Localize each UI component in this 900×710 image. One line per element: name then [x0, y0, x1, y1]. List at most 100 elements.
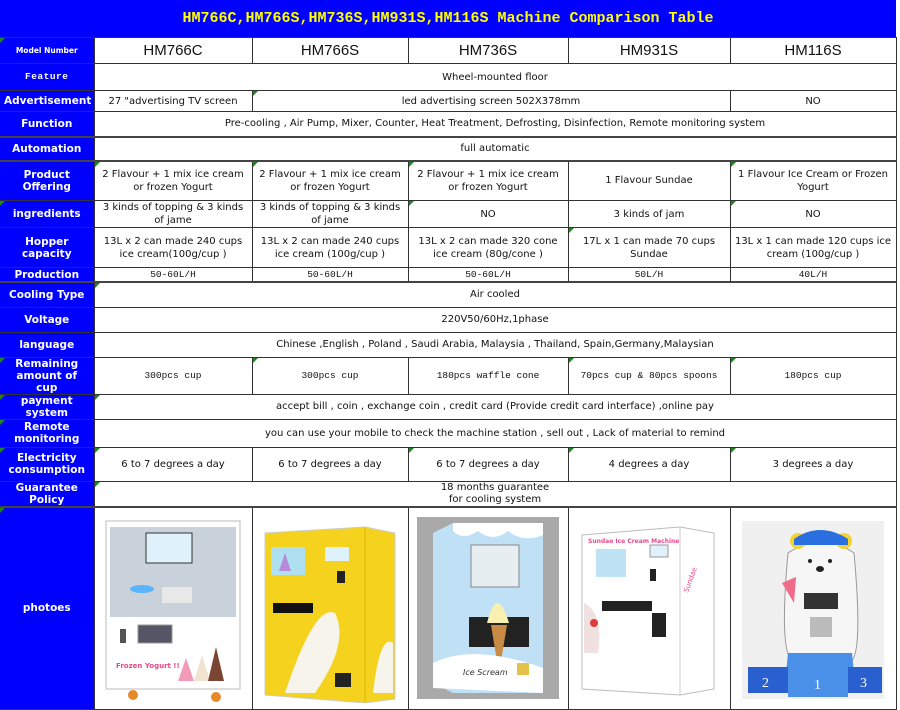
hopper-hm116s[interactable]: 13L x 1 can made 120 cups ice cream (100… — [729, 227, 897, 268]
model-hm766c[interactable]: HM766C — [93, 37, 253, 64]
photo-hm116s[interactable]: 2 1 3 — [729, 506, 897, 710]
advertisement-hm116s[interactable]: NO — [729, 90, 897, 112]
machine-image-hm766c: Frozen Yogurt !! — [105, 520, 241, 703]
production-hm766c[interactable]: 50-60L/H — [93, 267, 253, 283]
table-title: HM766C,HM766S,HM736S,HM931S,HM116S Machi… — [0, 0, 896, 38]
label-photos: photoes — [0, 506, 95, 710]
row-language: language Chinese ,English , Poland , Sau… — [0, 331, 897, 358]
photo-hm736s[interactable]: Ice Scream — [407, 506, 569, 710]
hopper-hm766s[interactable]: 13L x 2 can made 240 cups ice cream (100… — [251, 227, 409, 268]
product-hm931s[interactable]: 1 Flavour Sundae — [567, 159, 731, 201]
machine-image-hm931s: Sundae Ice Cream Machine Sundae — [581, 526, 715, 696]
electricity-hm736s[interactable]: 6 to 7 degrees a day — [407, 446, 569, 482]
row-advertisement: Advertisement 27 "advertising TV screen … — [0, 90, 897, 112]
label-production: Production — [0, 267, 95, 283]
row-ingredients: ingredients 3 kinds of topping & 3 kinds… — [0, 200, 897, 228]
label-language: language — [0, 331, 95, 358]
guarantee-line-2: for cooling system — [448, 493, 542, 505]
guarantee-value[interactable]: 18 months guarantee for cooling system — [93, 480, 897, 508]
label-automation: Automation — [0, 135, 95, 161]
ingredients-hm931s[interactable]: 3 kinds of jam — [567, 200, 731, 228]
remaining-hm736s[interactable]: 180pcs waffle cone — [407, 356, 569, 395]
product-hm116s[interactable]: 1 Flavour Ice Cream or Frozen Yogurt — [729, 159, 897, 201]
remaining-hm116s[interactable]: 180pcs cup — [729, 356, 897, 395]
machine-image-hm736s: Ice Scream — [417, 517, 559, 700]
row-production: Production 50-60L/H 50-60L/H 50-60L/H 50… — [0, 267, 897, 283]
ingredients-hm116s[interactable]: NO — [729, 200, 897, 228]
automation-value[interactable]: full automatic — [93, 135, 897, 161]
electricity-hm766c[interactable]: 6 to 7 degrees a day — [93, 446, 253, 482]
label-voltage: Voltage — [0, 306, 95, 333]
guarantee-line-1: 18 months guarantee — [440, 481, 550, 493]
model-hm116s[interactable]: HM116S — [729, 37, 897, 64]
label-hopper-capacity: Hopper capacity — [0, 227, 95, 268]
production-hm766s[interactable]: 50-60L/H — [251, 267, 409, 283]
label-cooling-type: Cooling Type — [0, 281, 95, 308]
row-remaining-cups: Remaining amount of cup 300pcs cup 300pc… — [0, 356, 897, 395]
svg-text:Sundae Ice Cream Machine: Sundae Ice Cream Machine — [588, 538, 679, 545]
machine-image-hm116s: 2 1 3 — [742, 521, 884, 700]
row-voltage: Voltage 220V50/60Hz,1phase — [0, 306, 897, 333]
row-electricity: Electricity consumption 6 to 7 degrees a… — [0, 446, 897, 482]
label-electricity: Electricity consumption — [0, 446, 95, 482]
hopper-hm931s[interactable]: 17L x 1 can made 70 cups Sundae — [567, 227, 731, 268]
ingredients-hm736s[interactable]: NO — [407, 200, 569, 228]
row-guarantee: Guarantee Policy 18 months guarantee for… — [0, 480, 897, 508]
label-product-offering: Product Offering — [0, 159, 95, 201]
remaining-hm766s[interactable]: 300pcs cup — [251, 356, 409, 395]
payment-value[interactable]: accept bill , coin , exchange coin , cre… — [93, 393, 897, 420]
hopper-hm736s[interactable]: 13L x 2 can made 320 cone ice cream (80g… — [407, 227, 569, 268]
advertisement-shared[interactable]: led advertising screen 502X378mm — [251, 90, 731, 112]
ingredients-hm766s[interactable]: 3 kinds of topping & 3 kinds of jame — [251, 200, 409, 228]
language-value[interactable]: Chinese ,English , Poland , Saudi Arabia… — [93, 331, 897, 358]
electricity-hm766s[interactable]: 6 to 7 degrees a day — [251, 446, 409, 482]
label-remote-monitoring: Remote monitoring — [0, 418, 95, 448]
production-hm931s[interactable]: 50L/H — [567, 267, 731, 283]
row-remote-monitoring: Remote monitoring you can use your mobil… — [0, 418, 897, 448]
photo-hm931s[interactable]: Sundae Ice Cream Machine Sundae — [567, 506, 731, 710]
product-hm766c[interactable]: 2 Flavour + 1 mix ice cream or frozen Yo… — [93, 159, 253, 201]
label-model-number: Model Number — [0, 37, 95, 64]
row-automation: Automation full automatic — [0, 135, 897, 161]
cooling-value[interactable]: Air cooled — [93, 281, 897, 308]
label-function: Function — [0, 111, 95, 137]
production-hm736s[interactable]: 50-60L/H — [407, 267, 569, 283]
remaining-hm766c[interactable]: 300pcs cup — [93, 356, 253, 395]
feature-value[interactable]: Wheel-mounted floor — [93, 63, 897, 91]
electricity-hm116s[interactable]: 3 degrees a day — [729, 446, 897, 482]
photo-hm766s[interactable] — [251, 506, 409, 710]
ingredients-hm766c[interactable]: 3 kinds of topping & 3 kinds of jame — [93, 200, 253, 228]
row-function: Function Pre-cooling , Air Pump, Mixer, … — [0, 111, 897, 137]
label-guarantee: Guarantee Policy — [0, 480, 95, 508]
remote-value[interactable]: you can use your mobile to check the mac… — [93, 418, 897, 448]
svg-text:Frozen Yogurt !!: Frozen Yogurt !! — [116, 662, 180, 670]
row-payment-system: payment system accept bill , coin , exch… — [0, 393, 897, 420]
row-model-number: Model Number HM766C HM766S HM736S HM931S… — [0, 37, 897, 64]
row-hopper-capacity: Hopper capacity 13L x 2 can made 240 cup… — [0, 227, 897, 268]
label-payment-system: payment system — [0, 393, 95, 420]
svg-text:3: 3 — [860, 676, 867, 691]
product-hm736s[interactable]: 2 Flavour + 1 mix ice cream or frozen Yo… — [407, 159, 569, 201]
row-product-offering: Product Offering 2 Flavour + 1 mix ice c… — [0, 159, 897, 201]
advertisement-hm766c[interactable]: 27 "advertising TV screen — [93, 90, 253, 112]
model-hm931s[interactable]: HM931S — [567, 37, 731, 64]
electricity-hm931s[interactable]: 4 degrees a day — [567, 446, 731, 482]
comparison-table: Model Number HM766C HM766S HM736S HM931S… — [0, 37, 897, 710]
production-hm116s[interactable]: 40L/H — [729, 267, 897, 283]
label-ingredients: ingredients — [0, 200, 95, 228]
row-photos: photoes Frozen Yogurt ! — [0, 506, 897, 710]
photo-hm766c[interactable]: Frozen Yogurt !! — [93, 506, 253, 710]
label-remaining-cups: Remaining amount of cup — [0, 356, 95, 395]
remaining-hm931s[interactable]: 70pcs cup & 80pcs spoons — [567, 356, 731, 395]
row-cooling-type: Cooling Type Air cooled — [0, 281, 897, 308]
row-feature: Feature Wheel-mounted floor — [0, 63, 897, 91]
machine-image-hm766s — [264, 526, 396, 704]
model-hm736s[interactable]: HM736S — [407, 37, 569, 64]
hopper-hm766c[interactable]: 13L x 2 can made 240 cups ice cream(100g… — [93, 227, 253, 268]
product-hm766s[interactable]: 2 Flavour + 1 mix ice cream or frozen Yo… — [251, 159, 409, 201]
function-value[interactable]: Pre-cooling , Air Pump, Mixer, Counter, … — [93, 111, 897, 137]
svg-text:Ice Scream: Ice Scream — [463, 668, 508, 677]
model-hm766s[interactable]: HM766S — [251, 37, 409, 64]
voltage-value[interactable]: 220V50/60Hz,1phase — [93, 306, 897, 333]
